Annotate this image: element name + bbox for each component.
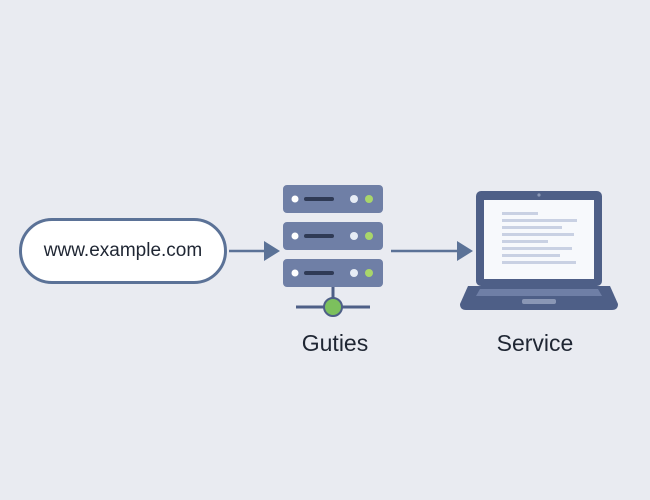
service-label: Service <box>496 330 574 356</box>
server-unit-2 <box>283 222 383 250</box>
server-label: Guties <box>301 330 369 356</box>
server-unit-1 <box>283 185 383 213</box>
network-node-icon <box>323 297 343 317</box>
server-stack-icon <box>283 185 383 317</box>
arrow-url-to-server <box>229 241 280 261</box>
url-text: www.example.com <box>43 240 203 261</box>
url-node: www.example.com <box>19 218 227 284</box>
arrow-server-to-service <box>391 241 473 261</box>
laptop-icon <box>460 191 618 310</box>
server-unit-3 <box>283 259 383 287</box>
